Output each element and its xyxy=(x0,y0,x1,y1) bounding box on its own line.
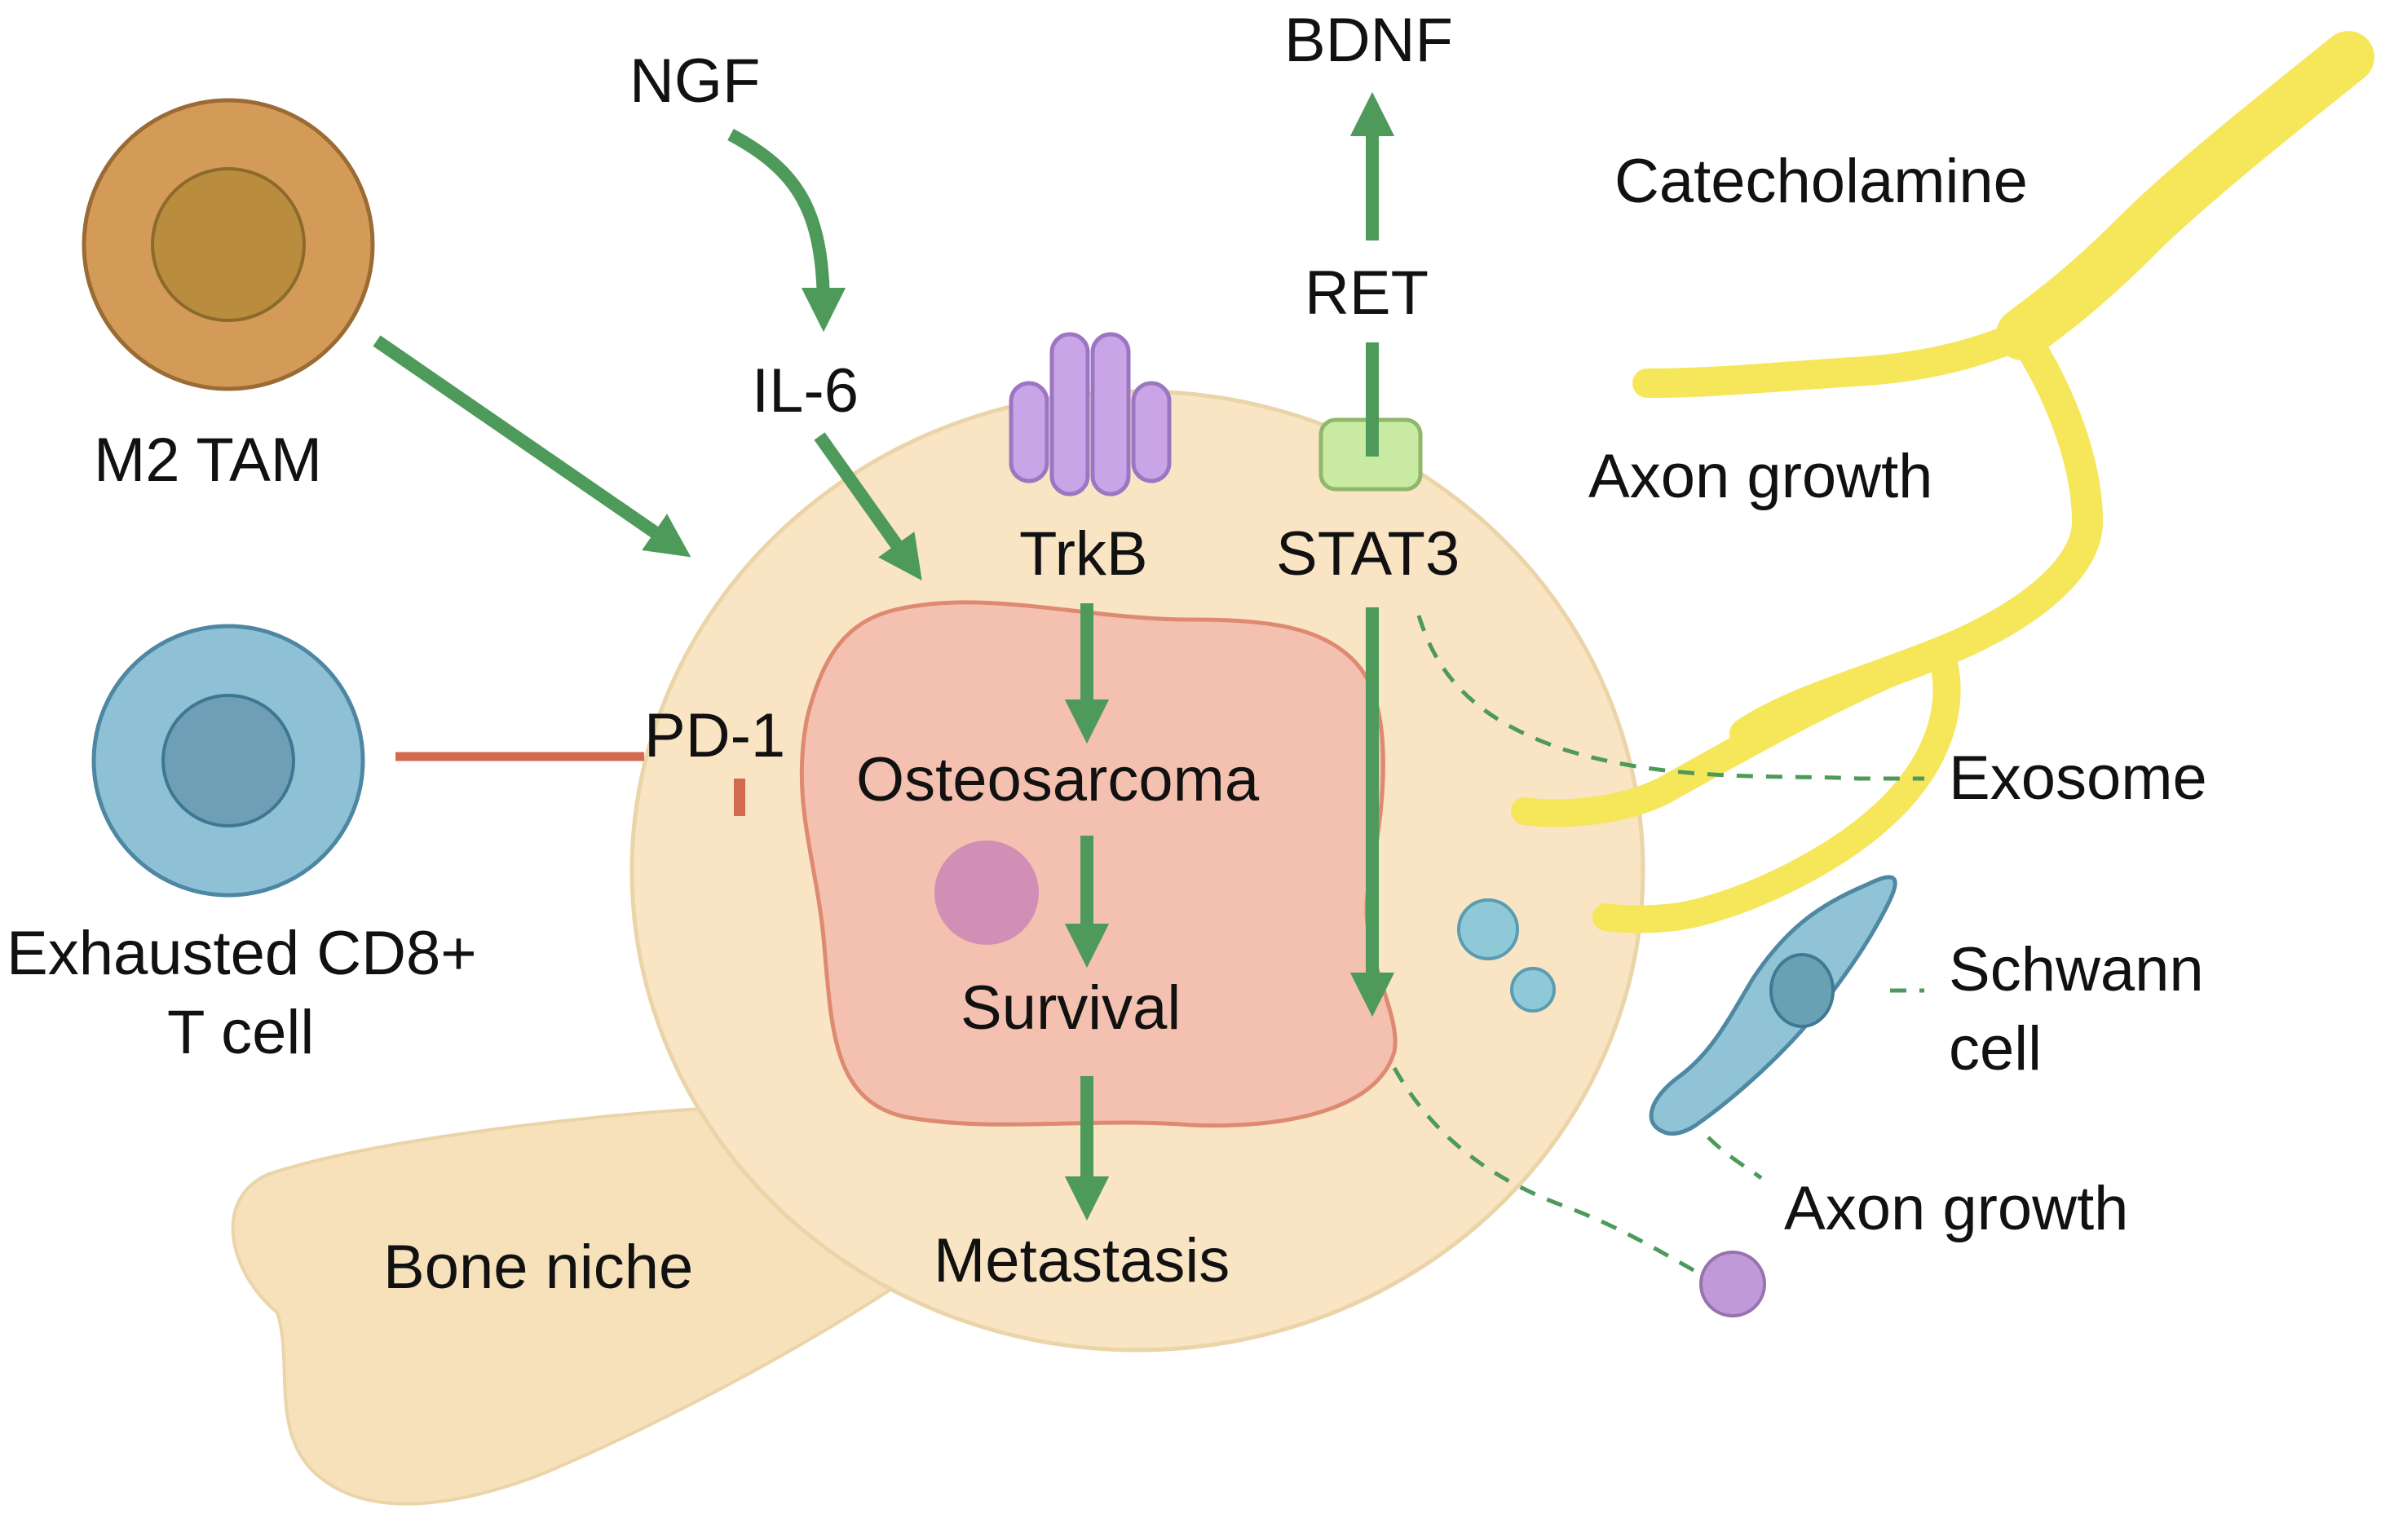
label-axon-growth-top: Axon growth xyxy=(1588,442,1932,511)
label-m2-tam: M2 TAM xyxy=(94,426,322,495)
label-bdnf: BDNF xyxy=(1284,6,1453,75)
label-ret: RET xyxy=(1305,258,1429,328)
m2-tam-cell xyxy=(82,98,375,391)
osteosarcoma-nucleus xyxy=(799,600,1398,1128)
purple-vesicle xyxy=(1699,1251,1766,1317)
label-ngf: NGF xyxy=(629,46,760,116)
label-stat3: STAT3 xyxy=(1276,519,1460,589)
label-osteosarcoma: Osteosarcoma xyxy=(856,745,1260,814)
exosome-large xyxy=(1457,898,1519,960)
arrow-m2tam-tumor xyxy=(373,335,691,558)
label-il6: IL-6 xyxy=(752,356,859,426)
exhausted-t-cell xyxy=(91,624,365,898)
label-axon-growth-bottom: Axon growth xyxy=(1784,1174,2128,1243)
label-schwann-line1: Schwann xyxy=(1949,935,2204,1004)
label-catecholamine: Catecholamine xyxy=(1614,147,2028,216)
label-trkb: TrkB xyxy=(1019,519,1148,589)
exosome-small xyxy=(1510,967,1556,1013)
label-exhausted-line2: T cell xyxy=(167,998,314,1067)
label-schwann-line2: cell xyxy=(1949,1014,2042,1083)
nucleolus xyxy=(934,841,1039,945)
label-exhausted-line1: Exhausted CD8+ xyxy=(7,919,477,988)
dash-stat3-exosome xyxy=(1416,615,1924,781)
label-survival: Survival xyxy=(961,973,1181,1043)
label-bone-niche: Bone niche xyxy=(383,1233,693,1302)
dash-schwann-axon xyxy=(1707,1136,1763,1180)
dash-nucleus-vesicle xyxy=(1392,1066,1706,1278)
schwann-cell xyxy=(1649,875,1897,1136)
label-metastasis: Metastasis xyxy=(934,1226,1230,1295)
arrow-il6-tumor xyxy=(814,432,922,581)
arrow-ngf-il6 xyxy=(727,128,846,333)
label-pd1: PD-1 xyxy=(644,701,785,770)
nerve-fiber xyxy=(1511,31,2374,933)
trkb-receptor-icon xyxy=(1009,332,1172,496)
label-exosome: Exosome xyxy=(1949,744,2207,813)
pd1-bar xyxy=(734,779,745,816)
